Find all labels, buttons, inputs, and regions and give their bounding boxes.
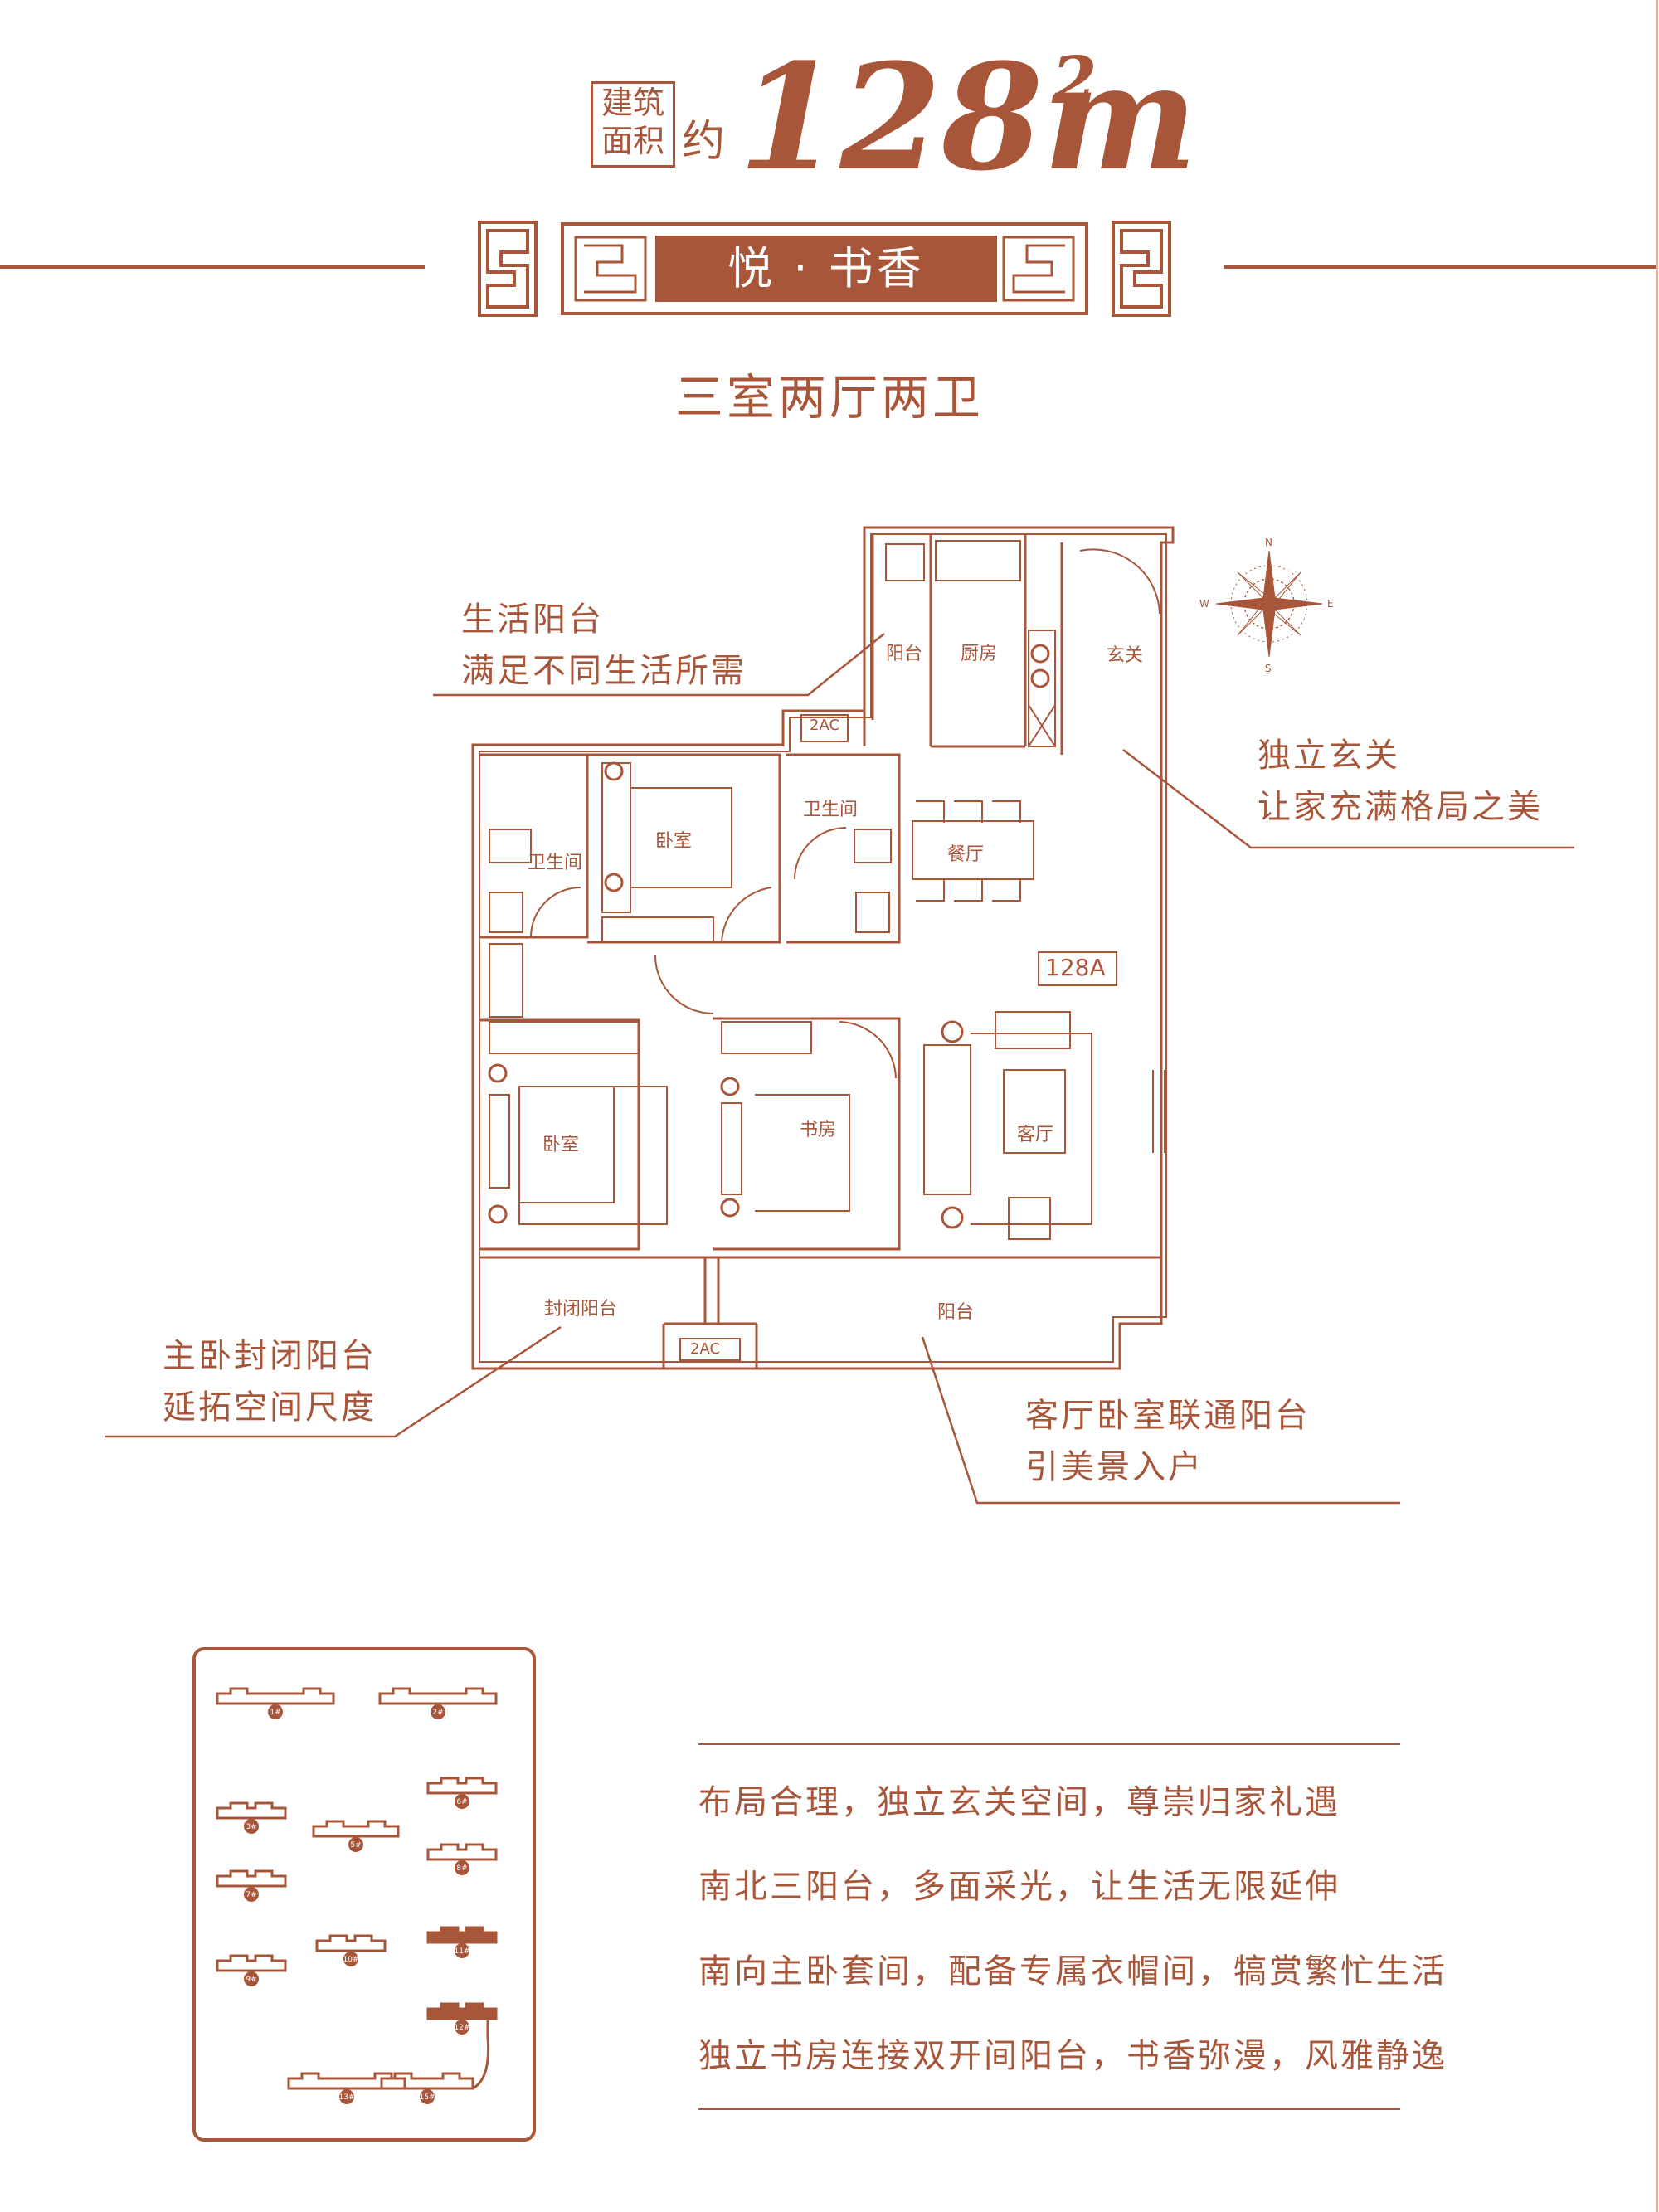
annotation-line: 满足不同生活所需 xyxy=(461,652,747,690)
svg-text:N: N xyxy=(1265,537,1272,548)
annotation-line: 延拓空间尺度 xyxy=(163,1388,377,1427)
building-number: 13# xyxy=(339,2093,355,2102)
svg-text:W: W xyxy=(1199,598,1209,610)
annotation-foyer: 独立玄关 让家充满格局之美 xyxy=(1258,730,1543,833)
building-footprint xyxy=(216,1954,287,1972)
area-label-line2: 面积 xyxy=(601,123,664,159)
building-marker xyxy=(420,2089,435,2104)
layout-type: 三室两厅两卫 xyxy=(674,369,984,425)
room-label-ac-bottom: 2AC xyxy=(690,1340,721,1358)
building-marker xyxy=(348,1837,363,1852)
annotation-line: 让家充满格局之美 xyxy=(1258,788,1543,826)
feature-item: 南向主卧套间，配备专属衣帽间，犒赏繁忙生活 xyxy=(698,1952,1447,1991)
building-footprint xyxy=(287,2072,406,2090)
features-rule-bottom xyxy=(698,2108,1400,2110)
building-number: 15# xyxy=(420,2093,435,2102)
building-footprint xyxy=(378,1687,498,1705)
room-label-bedroom-1: 卧室 xyxy=(655,831,693,852)
room-label-study: 书房 xyxy=(800,1120,837,1140)
annotation-line: 生活阳台 xyxy=(461,600,604,639)
room-label-master-bedroom: 卧室 xyxy=(542,1135,580,1155)
building-number: 11# xyxy=(455,1947,470,1956)
annotation-line: 引美景入户 xyxy=(1025,1448,1204,1486)
header-rule-left xyxy=(0,265,425,269)
annotation-line: 客厅卧室联通阳台 xyxy=(1025,1397,1311,1435)
building-marker xyxy=(244,1819,259,1834)
building-number: 5# xyxy=(350,1841,361,1850)
svg-text:E: E xyxy=(1327,598,1334,610)
room-label-dining: 餐厅 xyxy=(947,844,985,865)
site-path xyxy=(472,2020,490,2090)
fret-ornament-icon xyxy=(1112,221,1171,317)
building-number: 9# xyxy=(246,1976,256,1984)
room-label-enclosed-balcony: 封闭阳台 xyxy=(544,1299,618,1320)
compass-rose-icon: N S E W xyxy=(1199,537,1334,674)
building-number: 1# xyxy=(270,1709,280,1717)
room-label-ac-top: 2AC xyxy=(810,717,840,734)
room-label-bathroom-1: 卫生间 xyxy=(528,853,583,873)
building-marker xyxy=(343,1952,358,1966)
area-label-line1: 建筑 xyxy=(601,85,664,121)
building-number: 2# xyxy=(432,1709,443,1717)
building-number: 6# xyxy=(456,1798,467,1806)
page-edge-line xyxy=(1656,0,1658,2212)
feature-item: 布局合理，独立玄关空间，尊崇归家礼遇 xyxy=(698,1783,1340,1821)
room-label-foyer: 玄关 xyxy=(1107,645,1144,666)
fret-ornament-icon xyxy=(478,221,538,317)
building-footprint xyxy=(426,2002,498,2020)
building-marker xyxy=(455,2020,469,2035)
room-label-bathroom-2: 卫生间 xyxy=(803,800,859,820)
area-superscript: 2 xyxy=(1052,43,1097,119)
building-number: 7# xyxy=(246,1891,256,1899)
header-rule-right xyxy=(1224,265,1656,269)
building-marker xyxy=(455,1860,469,1875)
building-footprint xyxy=(216,1687,335,1705)
series-banner: 悦 · 书香 xyxy=(561,222,1088,315)
building-footprint xyxy=(312,1820,400,1838)
building-number: 8# xyxy=(456,1864,467,1873)
features-rule-top xyxy=(698,1743,1400,1745)
annotation-line: 主卧封闭阳台 xyxy=(163,1337,377,1375)
room-label-living: 客厅 xyxy=(1017,1125,1054,1145)
annotation-utility-balcony: 生活阳台 满足不同生活所需 xyxy=(461,594,747,697)
building-footprint xyxy=(426,1843,498,1861)
room-label-utility-balcony: 阳台 xyxy=(886,644,923,664)
feature-item: 独立书房连接双开间阳台，书香弥漫，风雅静逸 xyxy=(698,2037,1447,2075)
area-number: 128m xyxy=(738,32,1198,203)
building-footprint xyxy=(380,2072,474,2090)
annotation-living-balcony: 客厅卧室联通阳台 引美景入户 xyxy=(1025,1390,1311,1493)
site-key-plan xyxy=(192,1647,536,2142)
room-label-kitchen: 厨房 xyxy=(961,644,998,664)
building-footprint xyxy=(315,1934,387,1952)
building-footprint xyxy=(426,1926,498,1944)
building-marker xyxy=(244,1887,259,1902)
fret-ornament-icon xyxy=(574,236,647,302)
feature-item: 南北三阳台，多面采光，让生活无限延伸 xyxy=(698,1868,1340,1906)
unit-code: 128A xyxy=(1045,954,1106,981)
building-marker xyxy=(268,1704,283,1719)
building-marker xyxy=(455,1943,469,1958)
approx-label: 约 xyxy=(682,117,726,167)
room-label-balcony: 阳台 xyxy=(937,1302,975,1323)
svg-text:S: S xyxy=(1265,663,1272,674)
fret-ornament-icon xyxy=(1002,236,1075,302)
building-footprint xyxy=(216,1801,287,1820)
building-number: 12# xyxy=(455,2024,470,2032)
area-label-box: 建筑 面积 xyxy=(591,81,675,168)
building-marker xyxy=(455,1794,469,1809)
annotation-line: 独立玄关 xyxy=(1258,737,1400,775)
building-footprint xyxy=(216,1869,287,1888)
series-name: 悦 · 书香 xyxy=(655,236,997,302)
annotation-master-balcony: 主卧封闭阳台 延拓空间尺度 xyxy=(163,1330,377,1433)
building-footprint xyxy=(426,1777,498,1795)
building-marker xyxy=(339,2089,354,2104)
building-number: 3# xyxy=(246,1823,256,1831)
building-number: 10# xyxy=(343,1956,359,1964)
site-key-plan-drawing: 1# 2# 3# 5# 6# 7# 8# 9# 10# 11# 12# 13# 15# xyxy=(216,1687,498,2104)
building-marker xyxy=(244,1971,259,1986)
building-marker xyxy=(431,1704,445,1719)
